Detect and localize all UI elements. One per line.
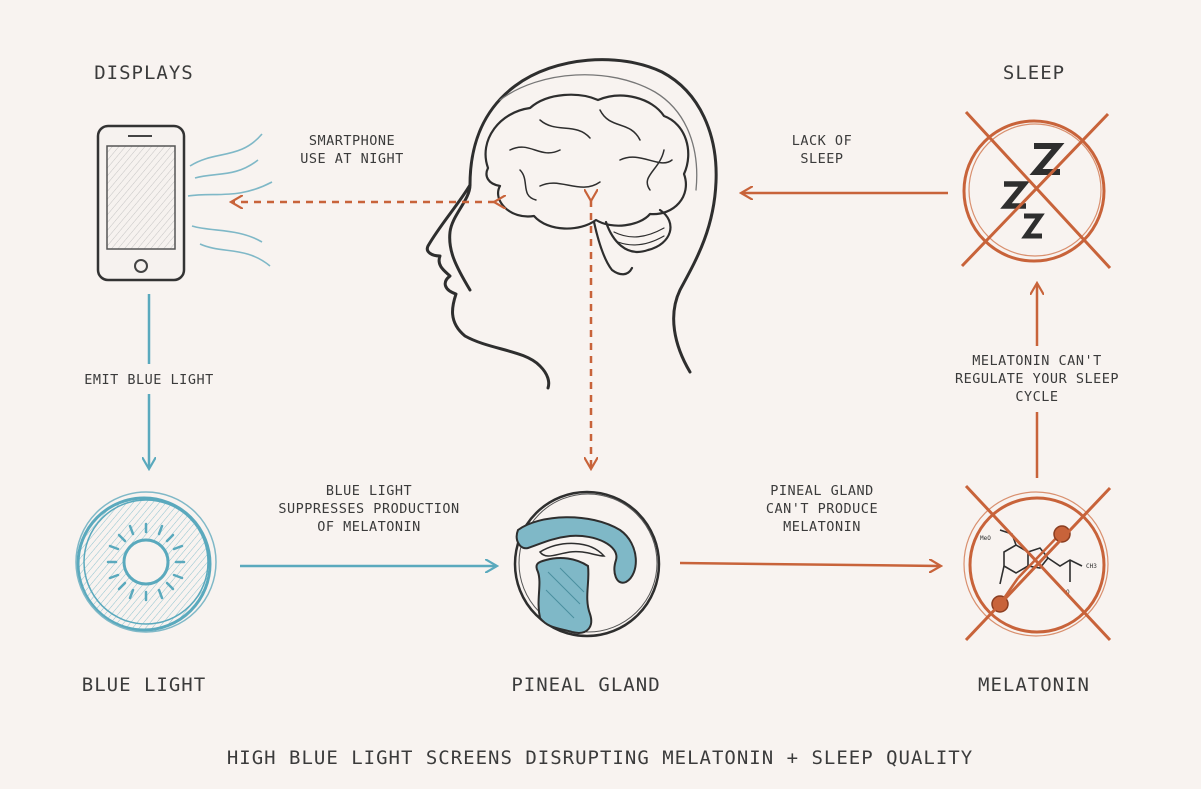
svg-text:MeO: MeO: [980, 535, 991, 542]
node-title-sleep: SLEEP: [1002, 62, 1066, 84]
edge-label-suppresses: BLUE LIGHT SUPPRESSES PRODUCTION OF MELA…: [278, 483, 460, 535]
node-title-melatonin: MELATONIN: [978, 674, 1090, 696]
molecule-crossed-icon: MeO CH3 O: [963, 484, 1112, 642]
smartphone-icon: [96, 124, 186, 282]
sun-icon: [75, 491, 217, 633]
edge-label-lack-of-sleep: LACK OF SLEEP: [791, 133, 853, 167]
zzz-crossed-icon: [960, 110, 1112, 270]
edge-label-smartphone-use: SMARTPHONE USE AT NIGHT: [300, 133, 404, 167]
edge-label-emit-blue-light: EMIT BLUE LIGHT: [54, 371, 244, 389]
node-title-displays: DISPLAYS: [94, 62, 194, 84]
head-brain-icon: [425, 58, 718, 390]
svg-text:CH3: CH3: [1086, 563, 1097, 570]
node-title-pineal-gland: PINEAL GLAND: [511, 674, 661, 696]
pineal-gland-icon: [513, 490, 661, 638]
arrow-pineal-to-melatonin: [679, 563, 940, 566]
edge-label-cant-produce: PINEAL GLAND CAN'T PRODUCE MELATONIN: [765, 483, 879, 535]
edge-label-cant-regulate: MELATONIN CAN'T REGULATE YOUR SLEEP CYCL…: [932, 352, 1142, 406]
svg-text:O: O: [1066, 589, 1070, 596]
blue-light-waves: [187, 133, 273, 267]
diagram-caption: HIGH BLUE LIGHT SCREENS DISRUPTING MELAT…: [226, 747, 974, 769]
node-title-blue-light: BLUE LIGHT: [81, 674, 207, 696]
